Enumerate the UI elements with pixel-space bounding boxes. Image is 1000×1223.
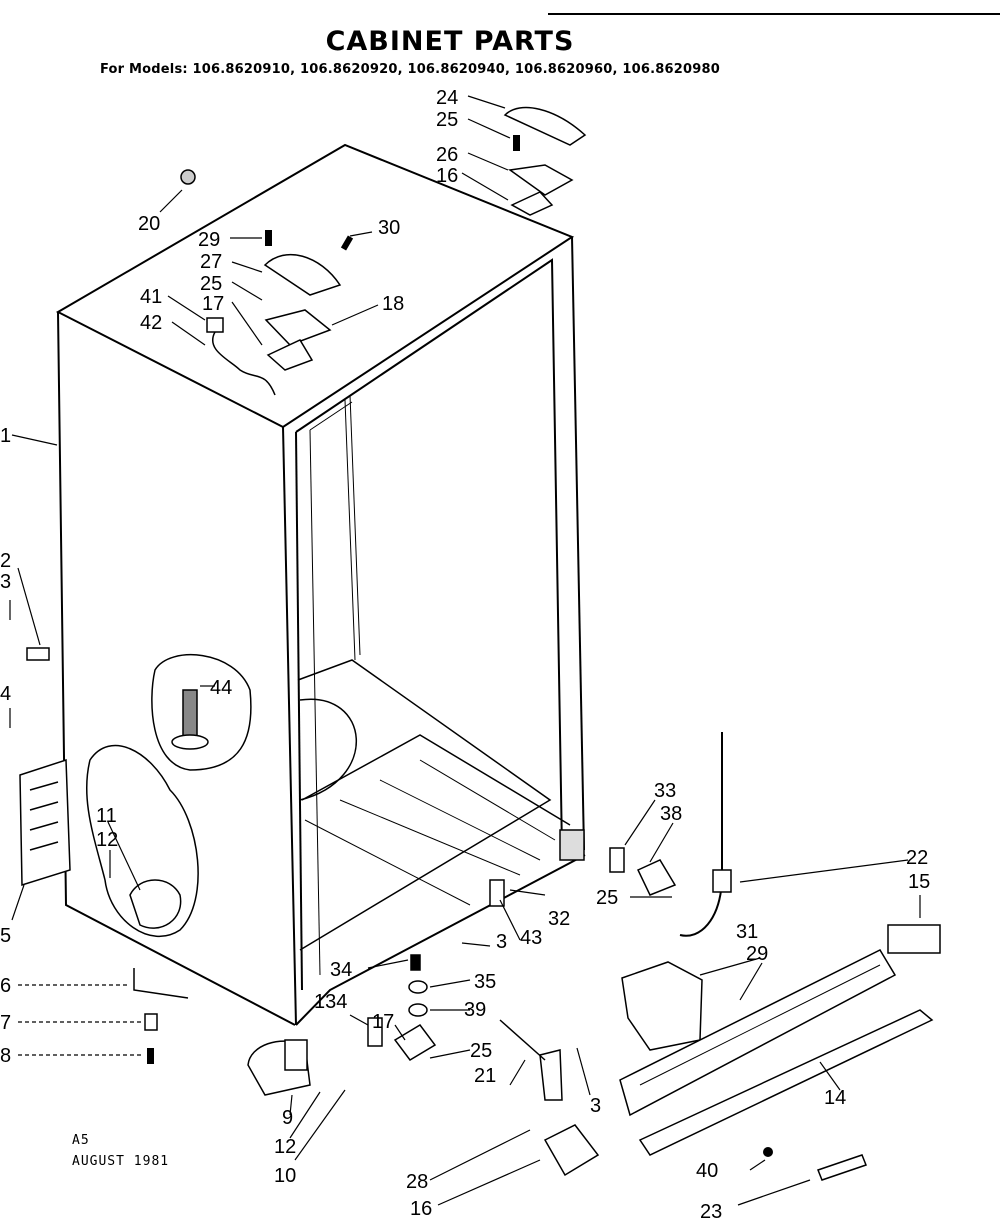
part-35-37-39-stack [408, 954, 428, 1017]
part-14-toe-plate [638, 1009, 934, 1156]
callout-3: 3 [0, 571, 11, 593]
callout-30: 29 [198, 229, 220, 251]
part-11-drain-assembly [85, 744, 199, 937]
part-44-leveling-leg [151, 653, 252, 771]
callout-9: 9 [282, 1107, 293, 1129]
callout-10: 10 [274, 1165, 296, 1187]
callout-32: 31 [736, 921, 758, 943]
callout-8: 8 [0, 1045, 11, 1067]
part-17-shim-top [510, 191, 554, 216]
callout-42: 42 [140, 312, 162, 334]
callout-11: 11 [96, 805, 117, 827]
part-20-plug [180, 169, 196, 185]
part-31-screw [340, 235, 354, 251]
callout-15: 15 [908, 871, 930, 893]
part-134-shim [367, 1017, 383, 1047]
callout-28: 28 [406, 1171, 428, 1193]
part-18-hinge-block [393, 1024, 437, 1061]
callout-23: 23 [700, 1201, 722, 1223]
callout-40: 40 [696, 1160, 718, 1182]
callout-134: 134 [314, 991, 347, 1013]
leader-lines [9, 95, 921, 1206]
part-19-hinge-plate [264, 309, 332, 346]
part-7-clamp [144, 1013, 158, 1031]
callout-7: 7 [0, 1012, 11, 1034]
callout-31: 30 [378, 217, 400, 239]
callout-25-c: 25 [470, 1040, 492, 1062]
callout-4: 4 [0, 683, 11, 705]
part-27-hinge-cover-upper [263, 253, 342, 296]
callout-labels: 24 25 26 16 20 29 27 25 30 18 41 17 42 1… [0, 87, 930, 1223]
callout-26: 26 [436, 144, 458, 166]
part-32-cover [621, 961, 703, 1051]
callout-19: 18 [382, 293, 404, 315]
callout-43: 43 [520, 927, 542, 949]
model-list: For Models: 106.8620910, 106.8620920, 10… [100, 62, 720, 77]
part-16-bracket [543, 1124, 600, 1177]
callout-35: 34 [330, 959, 352, 981]
callout-17-b: 17 [202, 293, 224, 315]
callout-6: 6 [0, 975, 11, 997]
part-5-electrical-box [19, 758, 71, 887]
footer-code: A5 [72, 1133, 90, 1148]
part-25-screw-top [513, 135, 520, 151]
callout-5: 5 [0, 925, 11, 947]
part-33-shim [489, 879, 505, 907]
callout-29: 29 [746, 943, 768, 965]
callout-3-b: 3 [496, 931, 507, 953]
callout-2: 2 [0, 550, 11, 572]
callout-12: 12 [96, 829, 118, 851]
part-41-connector [206, 317, 276, 396]
callout-25-d: 25 [596, 887, 618, 909]
footer-date: AUGUST 1981 [72, 1154, 170, 1169]
callout-24: 24 [436, 87, 458, 109]
callout-44: 44 [210, 677, 232, 699]
callout-14: 14 [824, 1087, 846, 1109]
callout-34: 33 [654, 780, 676, 802]
part-34-38-hinge [609, 847, 677, 896]
callout-3-c: 3 [590, 1095, 601, 1117]
callout-21: 21 [474, 1065, 496, 1087]
part-2-bracket [26, 647, 50, 661]
callout-25-top: 25 [436, 109, 458, 131]
callout-25-b: 25 [200, 273, 222, 295]
callout-17-top: 16 [436, 165, 458, 187]
callout-18: 17 [372, 1011, 394, 1033]
callout-38: 38 [660, 803, 682, 825]
part-30-screw [265, 230, 272, 246]
part-17-shim [266, 339, 314, 371]
part-15-bracket [887, 924, 941, 954]
part-29-grille [619, 949, 897, 1117]
part-22-cord [679, 732, 732, 937]
callout-1: 1 [0, 425, 11, 447]
part-9-lower-hinge [247, 1039, 311, 1096]
part-26-hinge-plate-top [508, 164, 574, 196]
part-23-bar [817, 1154, 867, 1181]
callout-22: 22 [906, 847, 928, 869]
callout-39: 39 [464, 999, 486, 1021]
part-24-hinge-cover-top [503, 106, 587, 146]
callout-41: 41 [140, 286, 162, 308]
callout-20: 20 [138, 213, 160, 235]
callout-37: 35 [474, 971, 496, 993]
callout-16: 16 [410, 1198, 432, 1220]
callout-33: 32 [548, 908, 570, 930]
part-21-bracket [499, 1019, 563, 1101]
part-40-screw [763, 1147, 773, 1157]
diagram-title: CABINET PARTS [325, 26, 575, 57]
part-6-tube [133, 968, 189, 999]
callout-27: 27 [200, 251, 222, 273]
part-8-screw [147, 1048, 154, 1064]
callout-12-b: 12 [274, 1136, 296, 1158]
